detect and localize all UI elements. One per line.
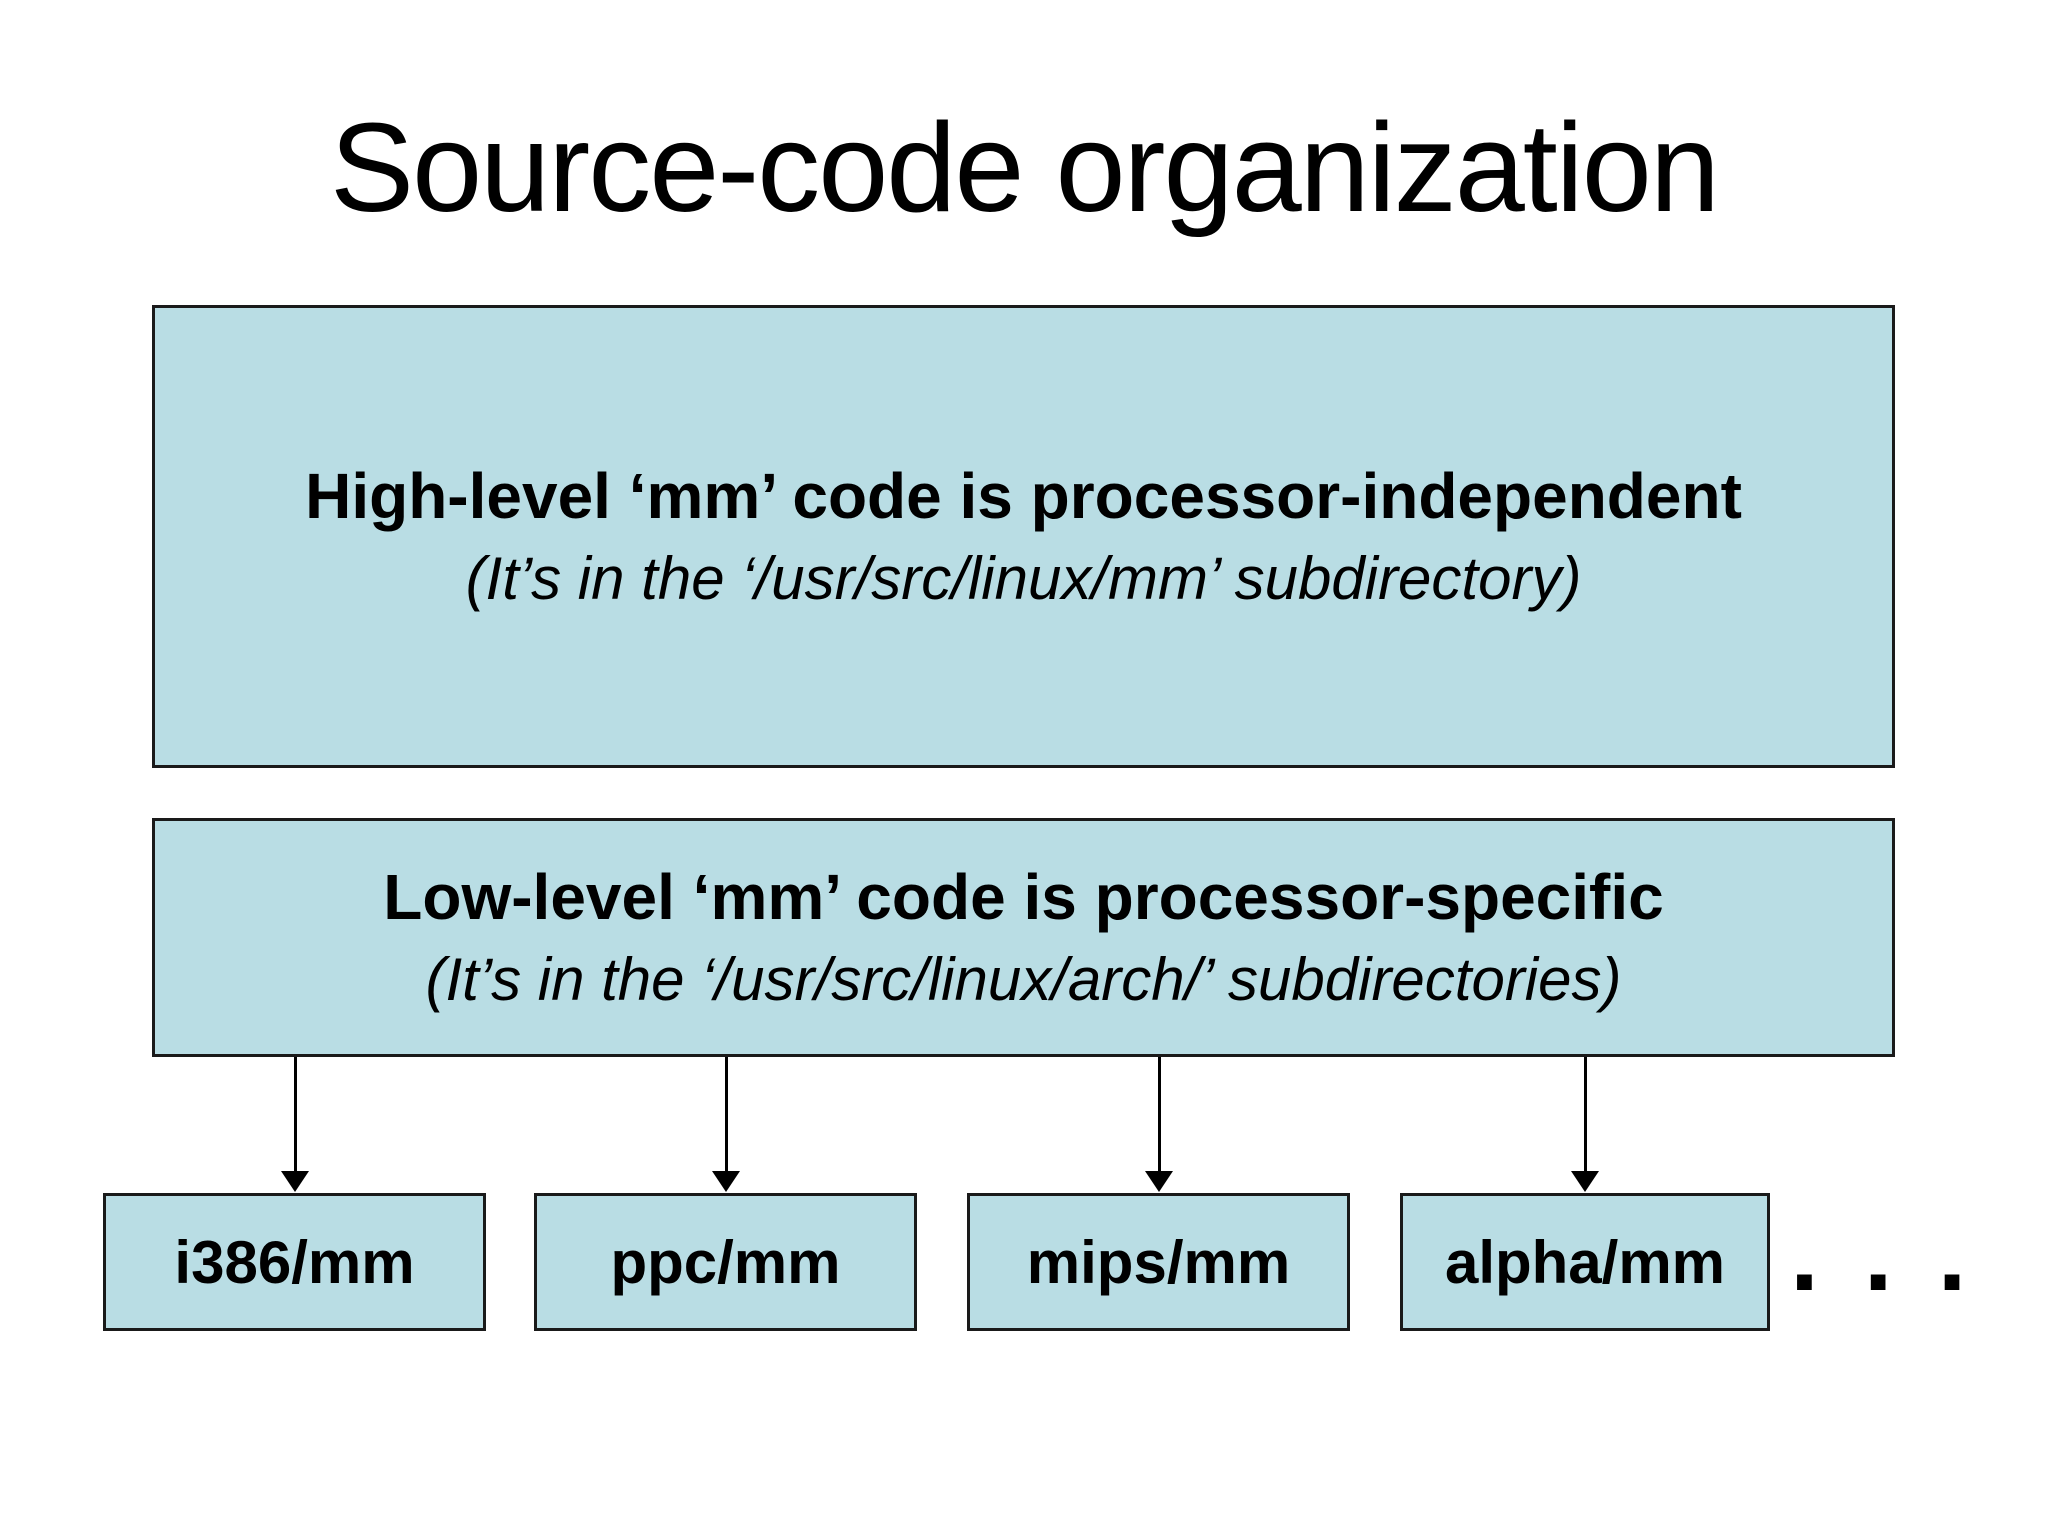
arrow-line bbox=[1157, 1057, 1161, 1171]
arch-box-label: ppc/mm bbox=[610, 1228, 841, 1296]
arch-box-label: i386/mm bbox=[174, 1228, 415, 1296]
arch-box-label: mips/mm bbox=[1026, 1228, 1291, 1296]
arch-box-i386: i386/mm bbox=[103, 1193, 486, 1331]
arch-box-ppc: ppc/mm bbox=[534, 1193, 917, 1331]
page-title: Source-code organization bbox=[330, 97, 1720, 238]
arrow-line bbox=[724, 1057, 728, 1171]
high-level-mm-box: High-level ‘mm’ code is processor-indepe… bbox=[152, 305, 1895, 768]
low-level-mm-box: Low-level ‘mm’ code is processor-specifi… bbox=[152, 818, 1895, 1057]
low-level-box-heading: Low-level ‘mm’ code is processor-specifi… bbox=[383, 861, 1664, 934]
arrow-to-mips-mm bbox=[1145, 1057, 1173, 1192]
arch-box-label: alpha/mm bbox=[1444, 1228, 1726, 1296]
arrow-line bbox=[1583, 1057, 1587, 1171]
arch-box-mips: mips/mm bbox=[967, 1193, 1350, 1331]
high-level-box-subtext: (It’s in the ‘/usr/src/linux/mm’ subdire… bbox=[465, 544, 1582, 612]
arrow-to-i386-mm bbox=[281, 1057, 309, 1192]
more-architectures-ellipsis: . . . bbox=[1790, 1197, 1975, 1313]
low-level-box-subtext: (It’s in the ‘/usr/src/linux/arch/’ subd… bbox=[425, 945, 1622, 1013]
arrow-head-icon bbox=[1571, 1171, 1599, 1192]
arch-box-alpha: alpha/mm bbox=[1400, 1193, 1770, 1331]
arrow-line bbox=[293, 1057, 297, 1171]
arrow-head-icon bbox=[281, 1171, 309, 1192]
arrow-to-alpha-mm bbox=[1571, 1057, 1599, 1192]
arrow-head-icon bbox=[712, 1171, 740, 1192]
high-level-box-heading: High-level ‘mm’ code is processor-indepe… bbox=[305, 460, 1742, 533]
arrow-head-icon bbox=[1145, 1171, 1173, 1192]
arrow-to-ppc-mm bbox=[712, 1057, 740, 1192]
